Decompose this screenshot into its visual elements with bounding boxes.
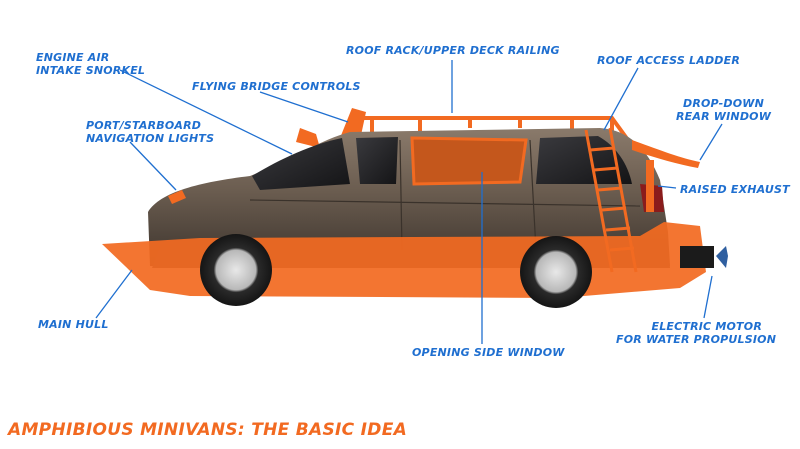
label-opening-side-window: OPENING SIDE WINDOW bbox=[412, 346, 565, 359]
windshield bbox=[252, 138, 350, 190]
label-roof-access-ladder: ROOF ACCESS LADDER bbox=[597, 54, 741, 67]
door-lines bbox=[249, 139, 641, 251]
label-electric-motor: ELECTRIC MOTOR FOR WATER PROPULSION bbox=[616, 320, 777, 346]
nav-light bbox=[168, 190, 186, 204]
engine-snorkel bbox=[296, 128, 320, 148]
label-navigation-lights: PORT/STARBOARD NAVIGATION LIGHTS bbox=[86, 119, 215, 145]
label-raised-exhaust: RAISED EXHAUST bbox=[680, 183, 790, 196]
drop-down-rear-window bbox=[632, 140, 700, 168]
label-flying-bridge-controls: FLYING BRIDGE CONTROLS bbox=[192, 80, 361, 93]
front-door-window bbox=[356, 137, 398, 184]
leader-lines bbox=[95, 60, 723, 344]
electric-motor bbox=[680, 246, 714, 268]
raised-exhaust bbox=[646, 160, 654, 212]
label-main-hull: MAIN HULL bbox=[38, 318, 109, 331]
front-wheel bbox=[200, 234, 272, 306]
propeller-icon bbox=[716, 246, 728, 268]
side-window-opening bbox=[410, 136, 528, 186]
label-drop-down-rear-window: DROP-DOWN REAR WINDOW bbox=[676, 97, 772, 123]
roof-access-ladder bbox=[584, 127, 638, 273]
rear-wheel bbox=[520, 236, 592, 308]
label-engine-air-intake-snorkel: ENGINE AIR INTAKE SNORKEL bbox=[36, 51, 146, 77]
diagram-title: AMPHIBIOUS MINIVANS: THE BASIC IDEA bbox=[8, 420, 408, 440]
label-roof-rack: ROOF RACK/UPPER DECK RAILING bbox=[346, 44, 560, 57]
